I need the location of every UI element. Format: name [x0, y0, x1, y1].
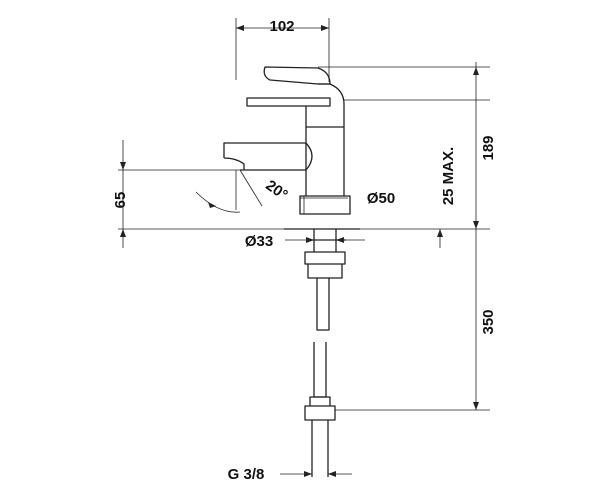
dimension-labels: 102 189 25 MAX. 65 20° Ø50 Ø33 350 G 3/8 — [112, 18, 497, 483]
spout-height-dimension-label: 65 — [112, 192, 129, 209]
faucet-outline — [223, 66, 360, 477]
hole-diameter-label: Ø33 — [245, 233, 273, 250]
cartridge-cap — [246, 97, 331, 107]
thread-size-label: G 3/8 — [228, 466, 265, 483]
spout — [223, 142, 313, 171]
faucet-base — [299, 195, 351, 215]
faucet-body — [305, 127, 345, 196]
hose-length-dimension-label: 350 — [480, 309, 497, 334]
flexible-hose-lower — [313, 342, 327, 398]
mounting-nut — [304, 251, 346, 279]
swivel-angle-label: 20° — [262, 177, 290, 204]
width-dimension-label: 102 — [269, 18, 294, 35]
flexible-hose-upper — [316, 278, 330, 331]
dimension-lines — [118, 18, 490, 475]
hose-connector — [304, 396, 336, 477]
max-rise-dimension-label: 25 MAX. — [440, 147, 457, 205]
lever-handle — [263, 66, 331, 85]
cartridge-dome — [305, 83, 345, 128]
body-diameter-label: Ø50 — [367, 190, 395, 207]
dimension-arrows — [120, 25, 479, 477]
total-height-dimension-label: 189 — [480, 135, 497, 160]
